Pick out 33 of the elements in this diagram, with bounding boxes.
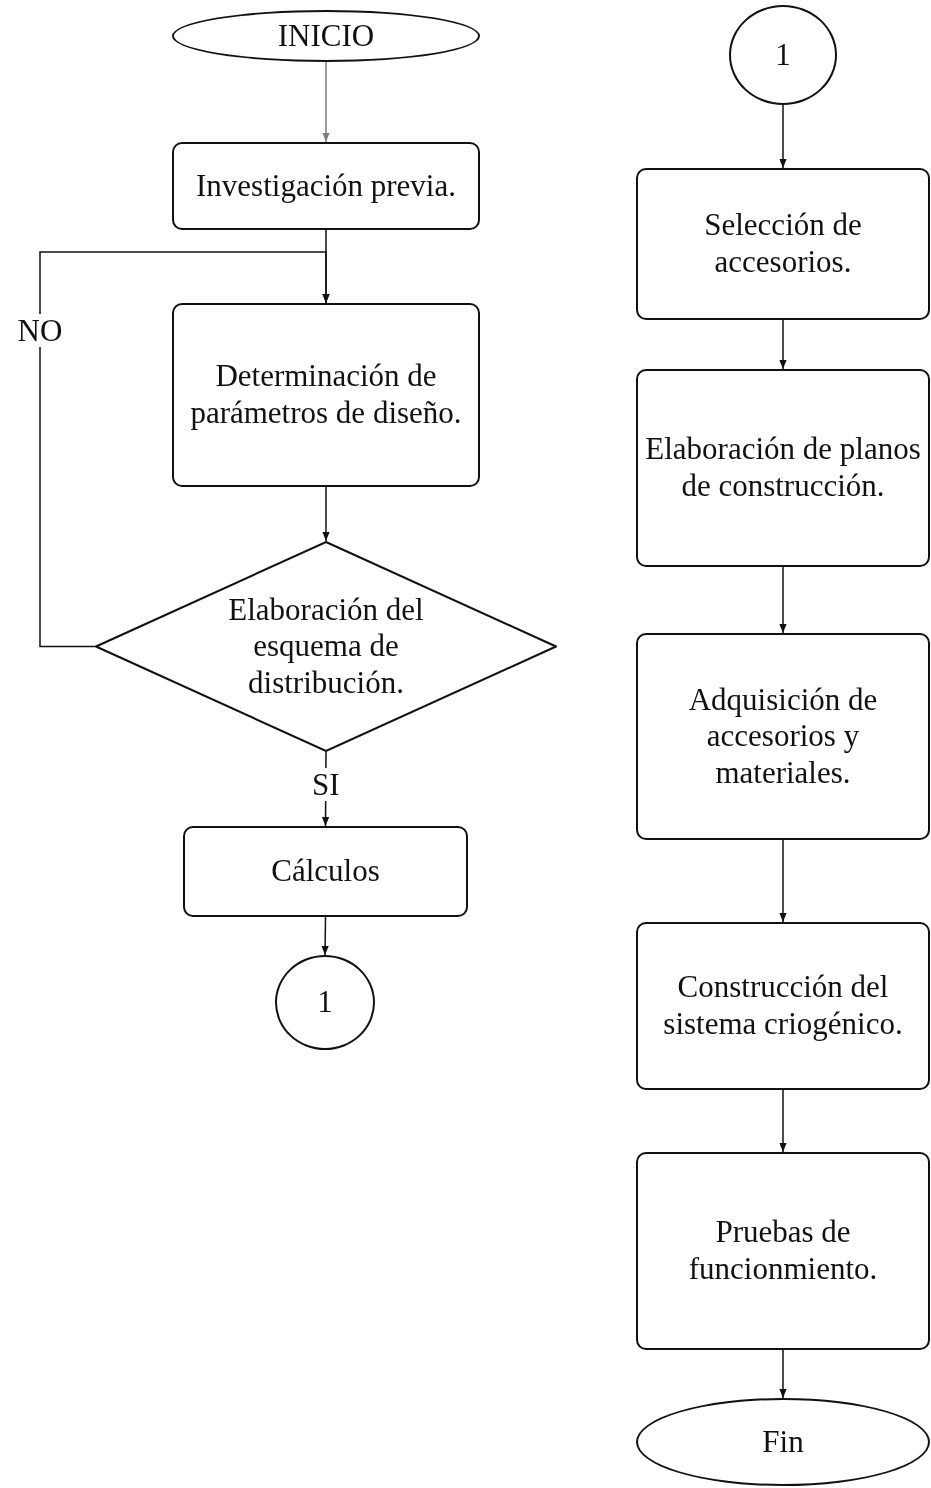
node-text: 1: [316, 984, 334, 1021]
arrow: [779, 566, 787, 634]
node-text: Fin: [761, 1423, 805, 1461]
process-box: [636, 922, 930, 1090]
arrow: [322, 486, 330, 542]
node-text: Determinación de parámetros de diseño.: [189, 358, 463, 432]
arrow: [322, 61, 330, 143]
arrow: [779, 1349, 787, 1399]
arrow: [779, 839, 787, 923]
edge-label: NO: [15, 313, 65, 347]
process-box: [636, 369, 930, 567]
node-text: 1: [774, 36, 792, 74]
arrow: [779, 319, 787, 370]
process-box: [636, 633, 930, 840]
arrow: [39, 251, 330, 648]
node-text: Pruebas de funcionmiento.: [687, 1214, 879, 1288]
node-text: Elaboración de planos de construcción.: [644, 431, 922, 505]
process-box: [636, 168, 930, 320]
process-box: [172, 303, 480, 487]
arrow: [779, 104, 787, 169]
process-box: [172, 142, 480, 230]
node-text: Elaboración del esquema de distribución.: [227, 591, 425, 702]
node-text: Adquisición de accesorios y materiales.: [687, 681, 879, 792]
node-text: INICIO: [276, 17, 376, 55]
process-box: [636, 1152, 930, 1350]
arrow: [779, 1089, 787, 1153]
arrow: [321, 916, 329, 956]
process-box: [183, 826, 468, 917]
node-text: Construcción del sistema criogénico.: [662, 969, 904, 1043]
node-text: Selección de accesorios.: [703, 207, 863, 281]
node-text: Cálculos: [270, 853, 381, 890]
decision-diamond: [95, 541, 557, 752]
node-text: Investigación previa.: [195, 167, 457, 205]
